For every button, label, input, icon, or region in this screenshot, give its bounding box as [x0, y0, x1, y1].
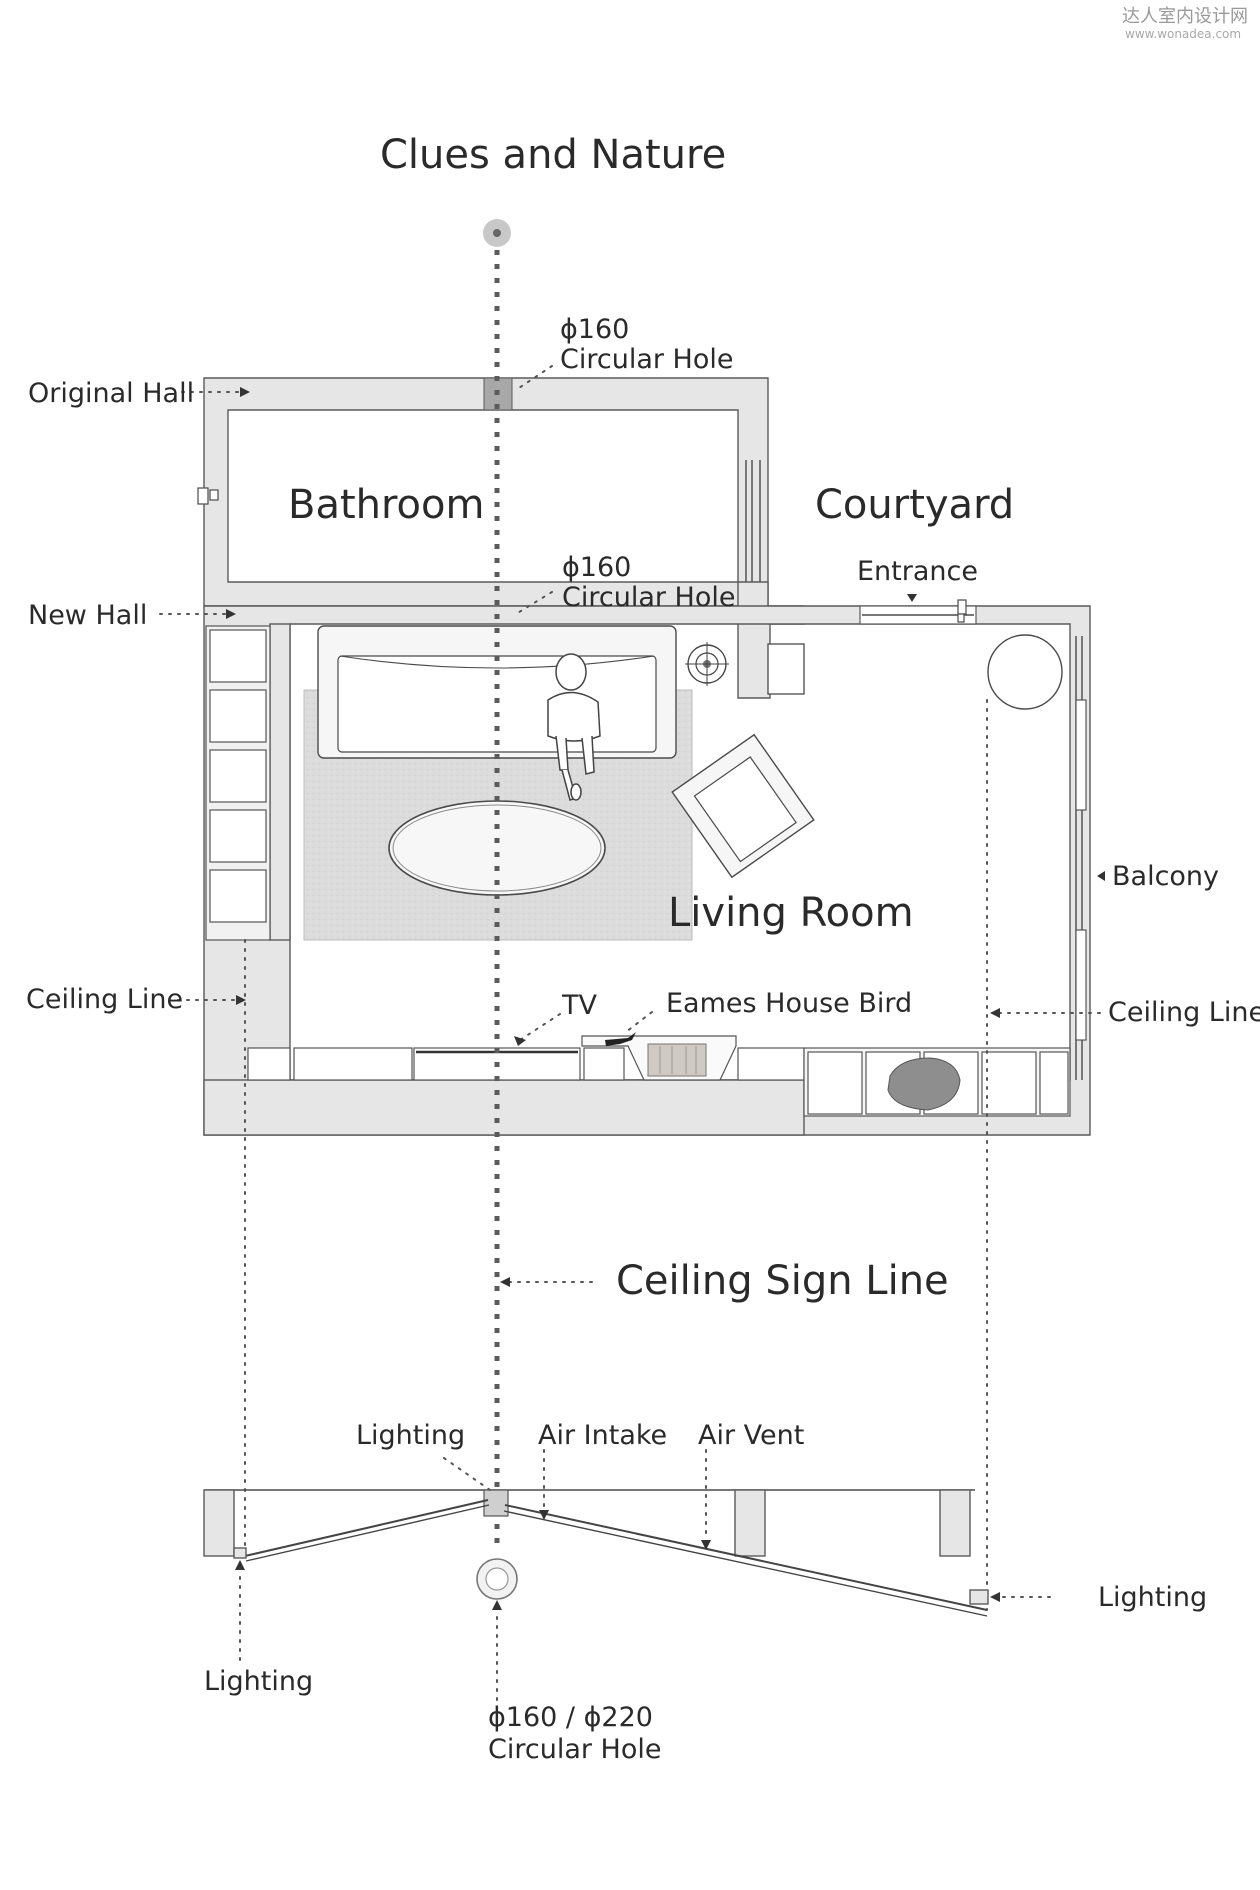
rock-sculpture: [887, 1057, 961, 1111]
label-tv: TV: [561, 990, 597, 1021]
label-eames-house-bird: Eames House Bird: [666, 988, 912, 1019]
label-lighting-right: Lighting: [1098, 1582, 1207, 1613]
label-original-hall: Original Hall: [28, 378, 194, 409]
tv-cabinet: [247, 1035, 805, 1081]
eames-bird-icon: [605, 1032, 636, 1046]
room-label-living-room: Living Room: [668, 890, 914, 936]
label-new-hall: New Hall: [28, 600, 147, 631]
label-lighting-left: Lighting: [204, 1666, 313, 1697]
label-balcony: Balcony: [1112, 861, 1219, 892]
watermark-text: 达人室内设计网: [1122, 6, 1248, 27]
hole-mid-size: ϕ160: [562, 552, 631, 583]
label-lighting-top: Lighting: [356, 1420, 465, 1451]
label-ceiling-sign-line: Ceiling Sign Line: [616, 1258, 949, 1304]
label-air-vent: Air Vent: [698, 1420, 804, 1451]
bottom-circular-hole-icon: [476, 1558, 518, 1600]
left-shelving: [205, 625, 271, 941]
hole-top-size: ϕ160: [560, 314, 629, 345]
label-entrance: Entrance: [857, 556, 978, 587]
label-air-intake: Air Intake: [538, 1420, 667, 1451]
armchair: [671, 733, 815, 879]
floor-lamp-icon: [685, 642, 729, 686]
hole-bottom-size: ϕ160 / ϕ220: [488, 1702, 653, 1733]
hole-bottom-label: Circular Hole: [488, 1734, 661, 1765]
room-label-bathroom: Bathroom: [288, 482, 484, 528]
round-side-table: [987, 634, 1063, 710]
label-ceiling-line-right: Ceiling Line: [1108, 997, 1260, 1028]
room-label-courtyard: Courtyard: [815, 482, 1014, 528]
label-ceiling-line-left: Ceiling Line: [26, 984, 183, 1015]
hole-top-label: Circular Hole: [560, 344, 733, 375]
person-figure: [547, 653, 601, 801]
top-marker-icon: [483, 219, 511, 247]
diagram-title: Clues and Nature: [380, 132, 726, 178]
hole-mid-label: Circular Hole: [562, 582, 735, 613]
courtyard-wall: [737, 581, 805, 699]
watermark-url: www.wonadea.com: [1125, 27, 1241, 41]
ceiling-section: [203, 1489, 989, 1617]
